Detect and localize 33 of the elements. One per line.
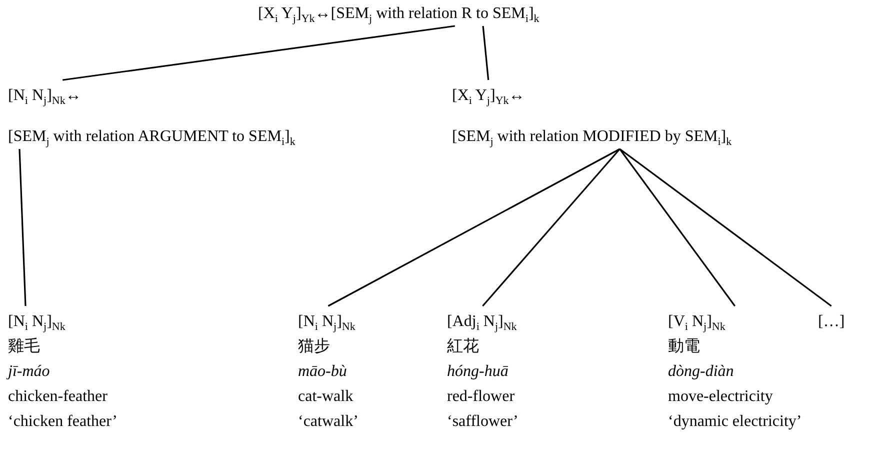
pinyin: hóng-huā: [447, 362, 510, 382]
translation: ‘chicken feather’: [8, 412, 118, 432]
construction-formula: [V$_{i}$ N$_{j}$]$_{Nk}$: [668, 312, 726, 332]
gloss: move-electricity: [668, 387, 774, 407]
translation: ‘dynamic electricity’: [668, 412, 802, 432]
chinese-word: 猫步: [298, 337, 331, 357]
pinyin: dòng-diàn: [668, 362, 735, 382]
gloss: red-flower: [447, 387, 516, 407]
chinese-word: 雞毛: [8, 337, 41, 357]
gloss: chicken-feather: [8, 387, 108, 407]
tree-branch: [619, 148, 736, 306]
tree-branch: [328, 148, 620, 307]
chinese-word: 動電: [668, 337, 701, 357]
construction-formula: [N$_{i}$ N$_{j}$]$_{Nk}$: [298, 312, 356, 332]
translation: ‘safflower’: [447, 412, 518, 432]
tree-branch: [18, 148, 26, 306]
chinese-word: 紅花: [447, 337, 480, 357]
semantic-formula: [SEM$_{j}$ with relation MODIFIED by SEM$_{i}$]$_{k}$: [452, 127, 732, 147]
pinyin: māo-bù: [298, 362, 348, 382]
pinyin: jī-máo: [8, 362, 51, 382]
tree-branch: [62, 25, 455, 81]
tree-branch: [482, 26, 490, 80]
tree-branch: [482, 148, 620, 307]
construction-formula: [N$_{i}$ N$_{j}$]$_{Nk}$↔: [8, 86, 82, 106]
construction-formula: [N$_{i}$ N$_{j}$]$_{Nk}$: [8, 312, 66, 332]
ellipsis: […]: [818, 312, 845, 332]
gloss: cat-walk: [298, 387, 354, 407]
tree-branch: [619, 148, 832, 307]
translation: ‘catwalk’: [298, 412, 358, 432]
rule-formula: [X$_{i}$ Y$_{j}$]$_{Yk}$↔[SEM$_{j}$ with relation R to SEM$_{i}$]$_{k}$: [258, 4, 540, 24]
construction-formula: [Adj$_{i}$ N$_{j}$]$_{Nk}$: [447, 312, 518, 332]
semantic-formula: [SEM$_{j}$ with relation ARGUMENT to SEM$_{i}$]$_{k}$: [8, 127, 296, 147]
construction-formula: [X$_{i}$ Y$_{j}$]$_{Yk}$↔: [452, 86, 526, 106]
